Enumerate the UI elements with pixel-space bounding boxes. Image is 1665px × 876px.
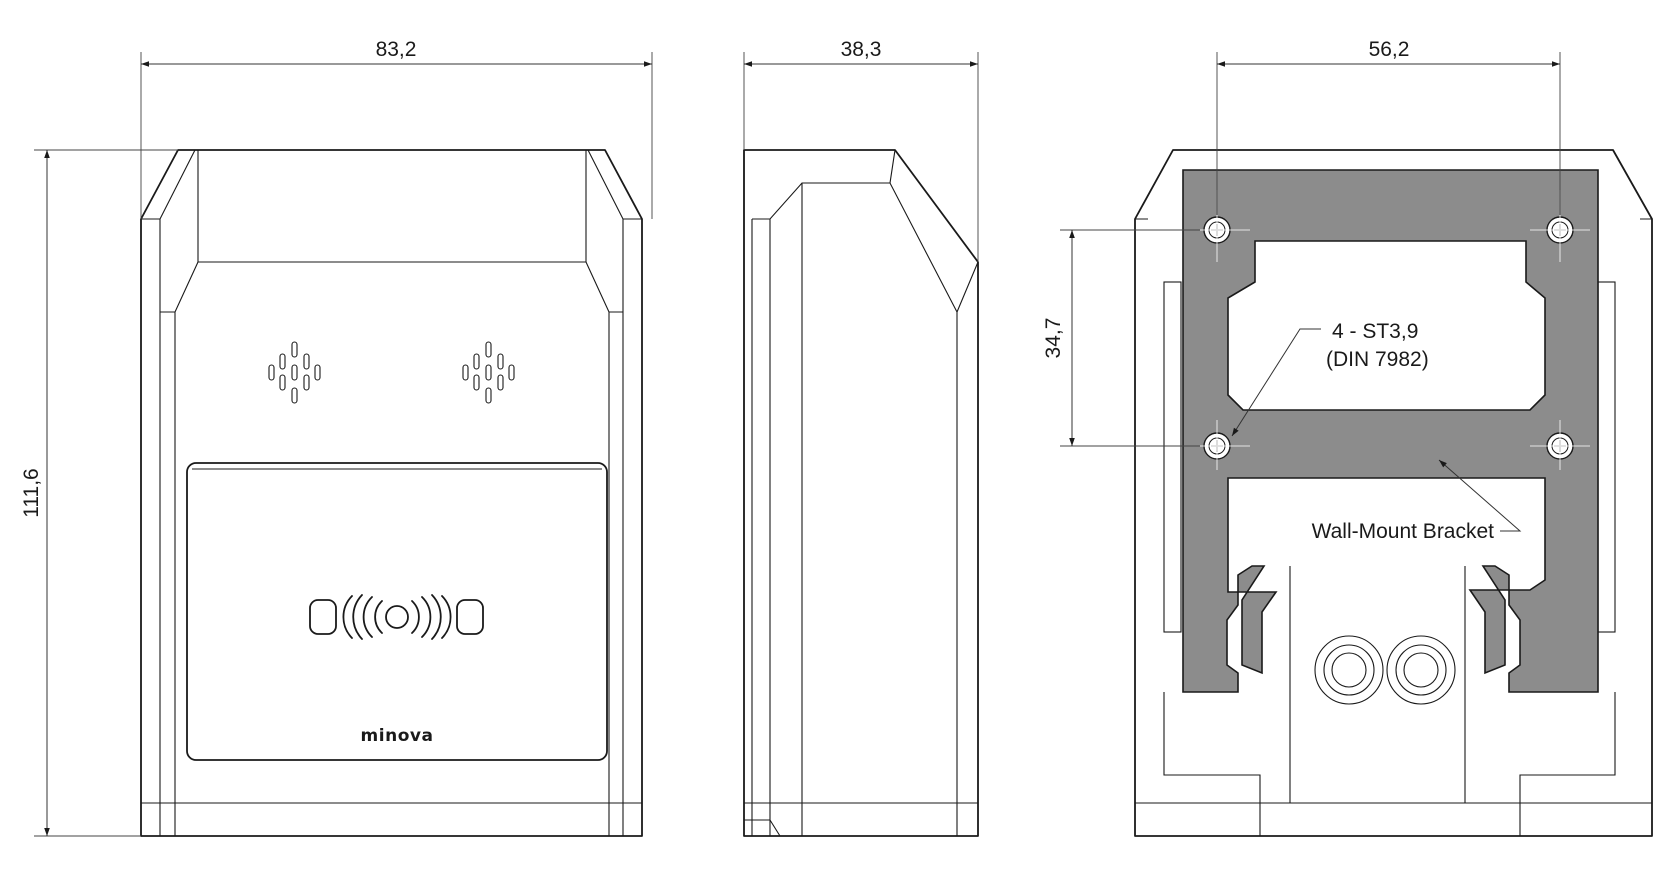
width-extension-lines <box>140 52 653 219</box>
depth-extension-lines <box>743 52 979 262</box>
hole-spacing-h-extension <box>1216 52 1561 215</box>
side-profile-line <box>752 182 958 836</box>
front-top-panel <box>197 150 587 263</box>
height-dimension-label: 111,6 <box>20 468 43 517</box>
rear-rail-right <box>1597 281 1616 633</box>
screw-callout-line2: (DIN 7982) <box>1326 348 1429 371</box>
side-foot <box>744 819 781 837</box>
front-shoulder <box>174 261 610 836</box>
depth-dimension-label: 38,3 <box>841 38 882 61</box>
bracket-callout-label: Wall-Mount Bracket <box>1312 520 1495 543</box>
reader-window <box>186 462 608 761</box>
height-extension-lines <box>34 149 178 837</box>
screw-callout-line1: 4 - ST3,9 <box>1332 320 1418 343</box>
hole-center-lines <box>1190 190 1590 470</box>
connector-left <box>1314 635 1384 705</box>
side-outline <box>743 149 979 837</box>
connector-right <box>1386 635 1456 705</box>
side-step-lines <box>751 183 803 836</box>
brand-logo: minova <box>361 726 434 746</box>
front-side-bevel <box>141 218 642 836</box>
screw-holes <box>1190 190 1590 470</box>
width-dimension-label: 83,2 <box>376 38 417 61</box>
contactless-icon <box>309 594 484 640</box>
front-view: minova 83,2 111,6 <box>20 38 653 837</box>
rear-rail-left <box>1163 281 1182 633</box>
hole-spacing-h-label: 56,2 <box>1369 38 1410 61</box>
rear-view: 56,2 34,7 4 - ST3,9 (DIN 7982) Wall-Moun… <box>1042 38 1653 837</box>
rear-connector-housing <box>1289 566 1466 803</box>
side-bevel-ties <box>889 149 979 313</box>
hole-spacing-v-extension <box>1060 229 1200 447</box>
side-view: 38,3 <box>743 38 979 837</box>
bracket-callout-leader <box>1438 459 1522 532</box>
rear-base-blocks <box>1163 692 1616 836</box>
front-top-bevel <box>159 149 624 220</box>
screw-callout-leader <box>1231 328 1321 437</box>
speaker-grille-left <box>268 341 321 404</box>
hole-spacing-v-label: 34,7 <box>1042 318 1065 359</box>
speaker-grille-right <box>462 341 515 404</box>
wall-mount-bracket <box>1182 169 1599 693</box>
